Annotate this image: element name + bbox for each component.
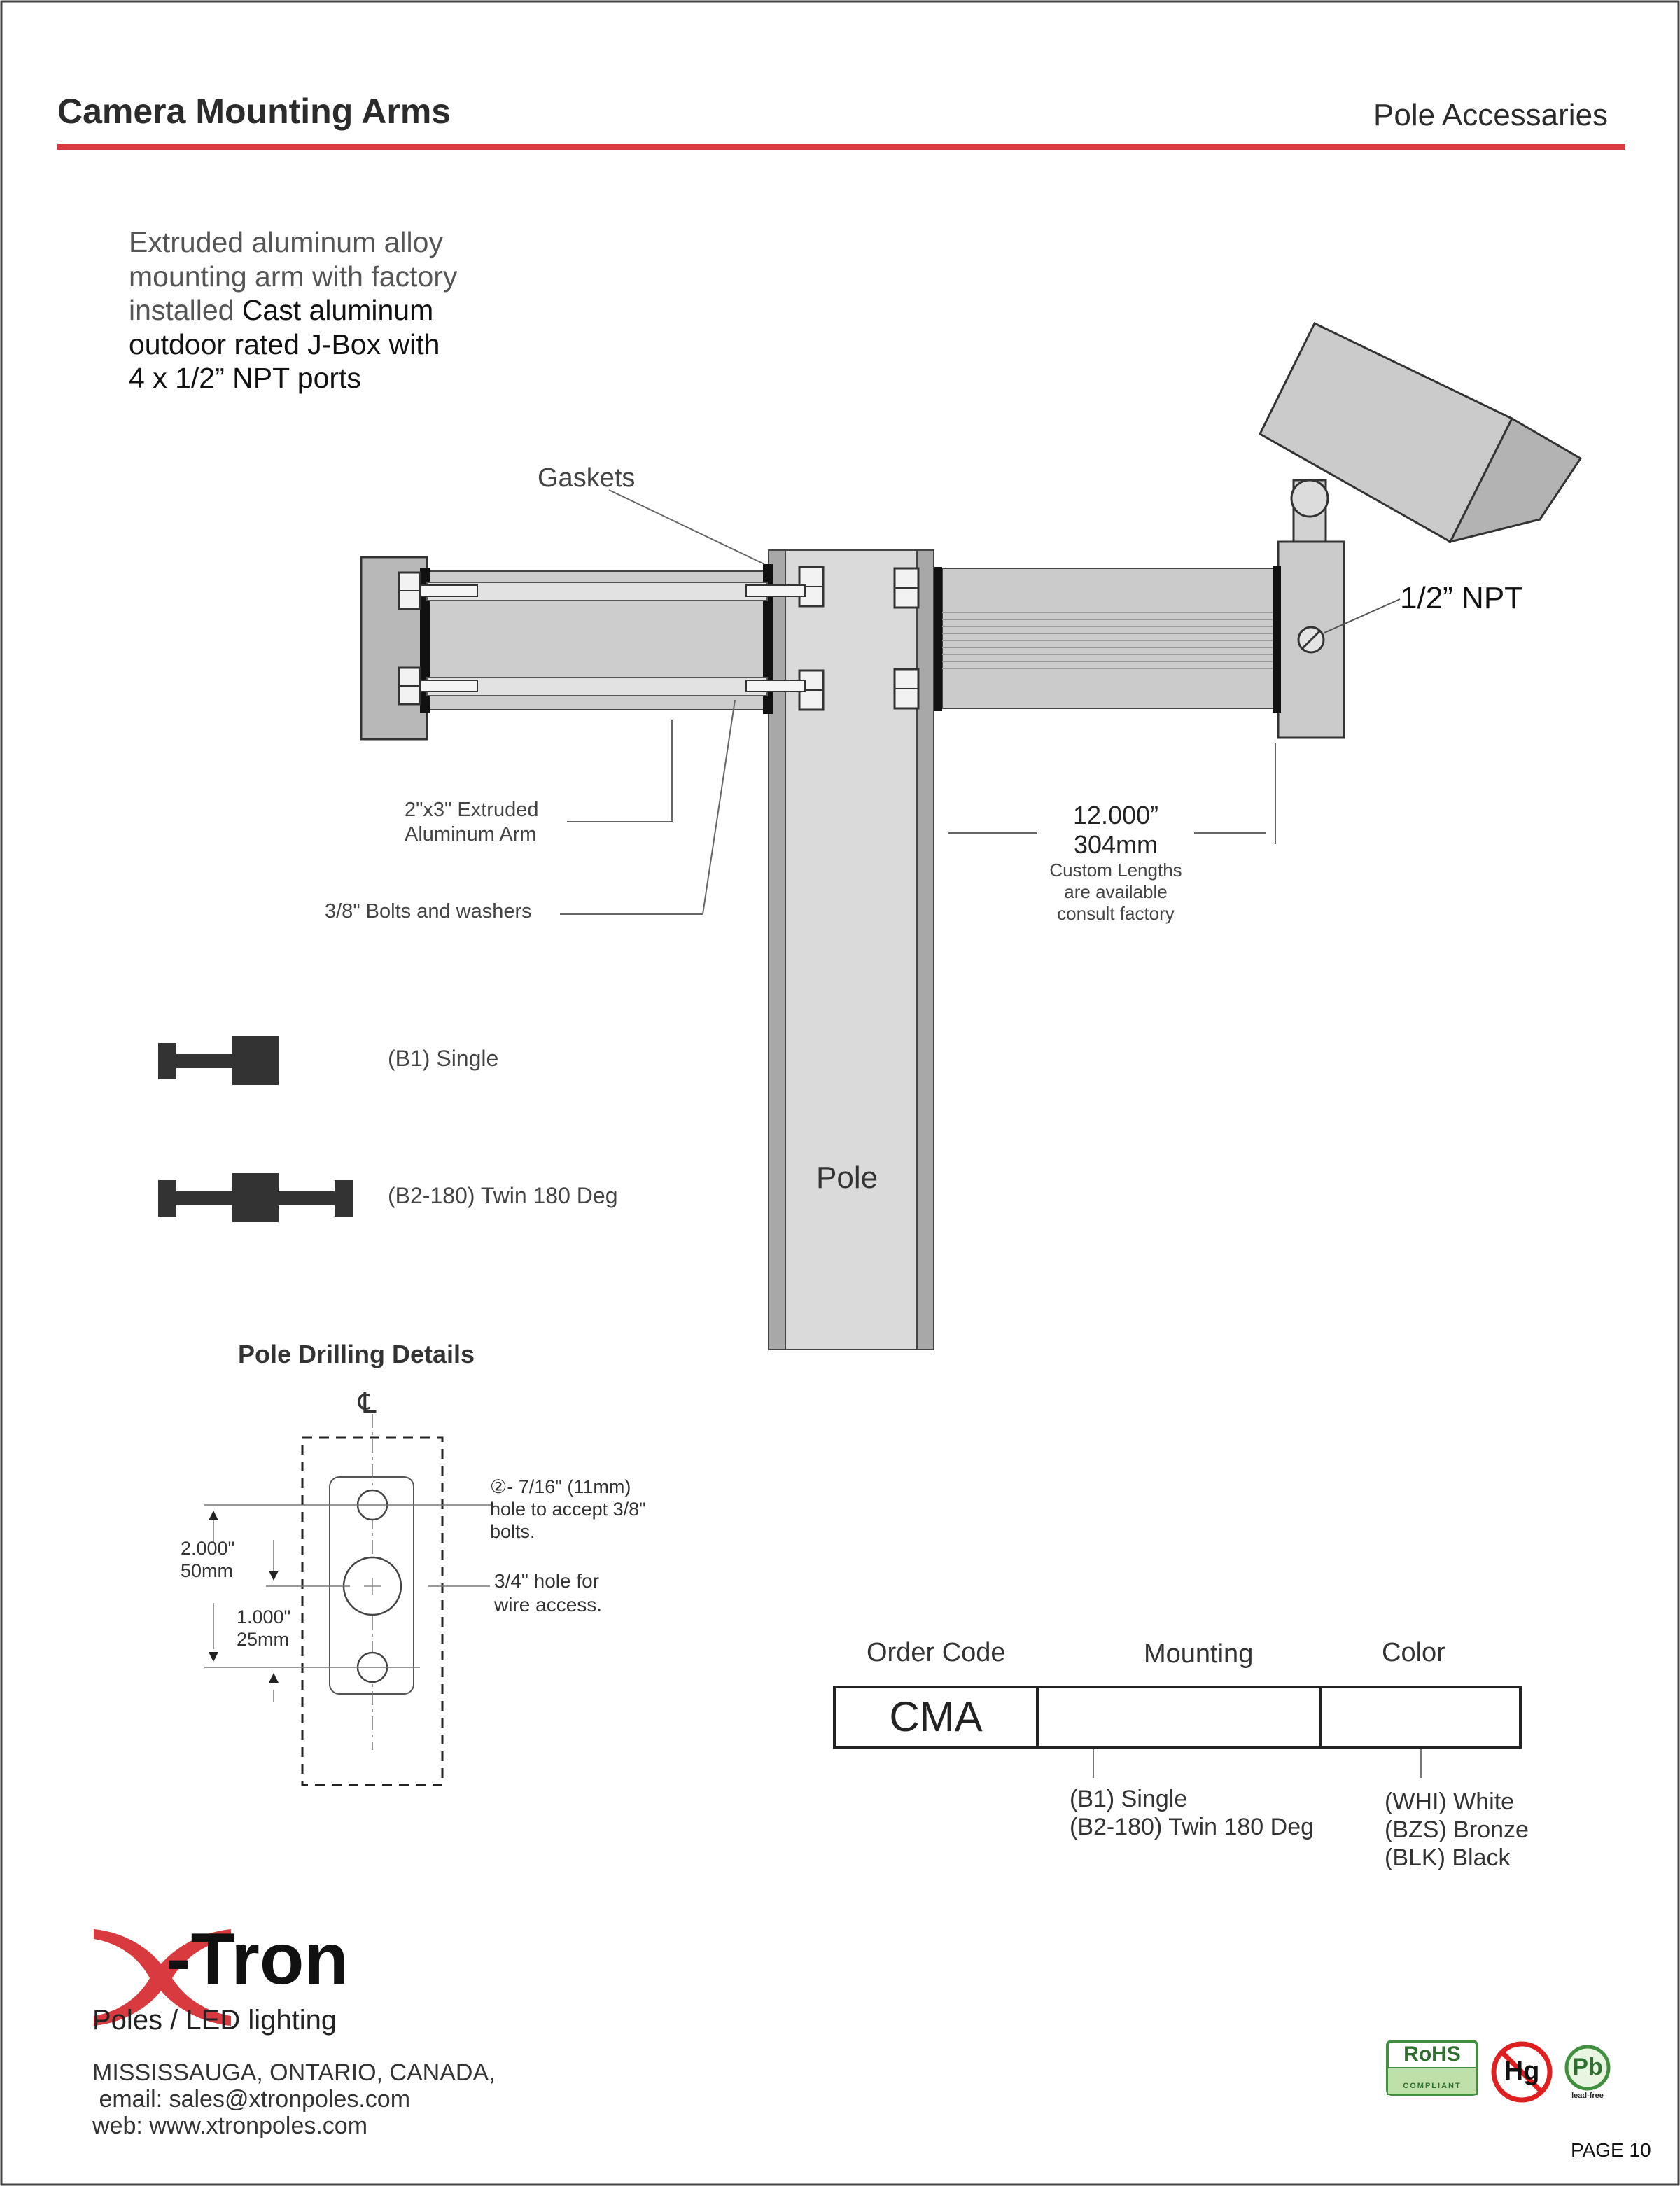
- company-address: MISSISSAUGA, ONTARIO, CANADA,: [92, 2059, 496, 2086]
- rohs-compliant-text: COMPLIANT: [1403, 2082, 1462, 2090]
- intro-line: 4 x 1/2” NPT ports: [129, 362, 361, 394]
- lead-free-badge: [1564, 2045, 1611, 2091]
- pole-bolt-heads: [798, 566, 920, 711]
- order-code-value: CMA: [889, 1693, 983, 1740]
- bolt-hole-note: ②- 7/16" (11mm) hole to accept 3/8" bolt…: [490, 1476, 646, 1542]
- centerline-symbol: ℄: [358, 1388, 377, 1419]
- npt-port-label: 1/2” NPT: [1400, 581, 1524, 615]
- section-label: Pole Accessaries: [1373, 98, 1609, 132]
- mounting-options: (B1) Single (B2-180) Twin 180 Deg: [1070, 1786, 1315, 1840]
- company-website: web: www.xtronpoles.com: [92, 2113, 368, 2139]
- logo-wordmark: -Tron: [167, 1919, 349, 2000]
- drilling-title: Pole Drilling Details: [238, 1340, 475, 1368]
- intro-text-emphasis: Cast aluminum: [241, 294, 434, 326]
- order-code-header: Order Code: [867, 1638, 1006, 1667]
- lead-free-text: Pb: [1572, 2054, 1603, 2080]
- gaskets-label: Gaskets: [538, 463, 636, 493]
- logo-x-shape: [94, 1929, 231, 2026]
- page-number: PAGE 10: [1571, 2139, 1651, 2161]
- company-email: email: sales@xtronpoles.com: [92, 2086, 411, 2113]
- wire-hole-note: 3/4" hole for wire access.: [494, 1570, 603, 1616]
- order-code-table: [833, 1686, 1522, 1749]
- b2-twin-icon: [158, 1173, 353, 1222]
- b1-single-label: (B1) Single: [388, 1046, 499, 1071]
- right-arm-drawing: [934, 566, 1281, 713]
- rohs-badge-text: RoHS: [1404, 2043, 1461, 2066]
- bolts-label: 3/8" Bolts and washers: [325, 900, 532, 923]
- rohs-badge: [1386, 2040, 1478, 2096]
- left-arm-drawing: [360, 556, 806, 741]
- drilling-dimension-lines: [204, 1504, 491, 1702]
- intro-description: Extruded aluminum alloy mounting arm wit…: [129, 225, 457, 395]
- inner-hole-dimension: 1.000" 25mm: [237, 1606, 291, 1650]
- intro-line: mounting arm with factory: [129, 260, 458, 293]
- drilling-detail-drawing: [301, 1414, 444, 1786]
- no-mercury-text: Hg: [1504, 2057, 1540, 2086]
- arm-length-inches: 12.000”: [1072, 801, 1159, 829]
- pole-label: Pole: [816, 1161, 878, 1195]
- mounting-header: Mounting: [1144, 1639, 1254, 1669]
- intro-line: outdoor rated J-Box with: [129, 328, 440, 360]
- outer-hole-dimension: 2.000" 50mm: [181, 1538, 235, 1581]
- b1-single-icon: [158, 1036, 279, 1085]
- arm-label: 2"x3" Extruded Aluminum Arm: [405, 799, 539, 846]
- no-mercury-badge: [1491, 2041, 1553, 2103]
- color-options: (WHI) White (BZS) Bronze (BLK) Black: [1385, 1788, 1529, 1871]
- intro-line: installed Cast aluminum: [129, 293, 457, 328]
- junction-box-drawing: [1277, 540, 1401, 739]
- page-title: Camera Mounting Arms: [57, 92, 451, 131]
- camera-housing-drawing: [1259, 322, 1583, 545]
- drilling-arrowheads: [209, 1511, 279, 1683]
- lead-free-subtext: lead-free: [1572, 2092, 1604, 2100]
- leader-lines: [560, 489, 1276, 915]
- color-header: Color: [1382, 1638, 1446, 1667]
- custom-length-note: Custom Lengths are available consult fac…: [1049, 860, 1182, 924]
- b2-twin-label: (B2-180) Twin 180 Deg: [388, 1183, 618, 1208]
- header-rule: [57, 144, 1625, 150]
- intro-line: Extruded aluminum alloy: [129, 226, 443, 258]
- order-leader-lines: [1093, 1749, 1422, 1778]
- company-tagline: Poles / LED lighting: [92, 2005, 337, 2036]
- arm-length-mm: 304mm: [1073, 830, 1158, 859]
- intro-text: installed: [129, 294, 242, 326]
